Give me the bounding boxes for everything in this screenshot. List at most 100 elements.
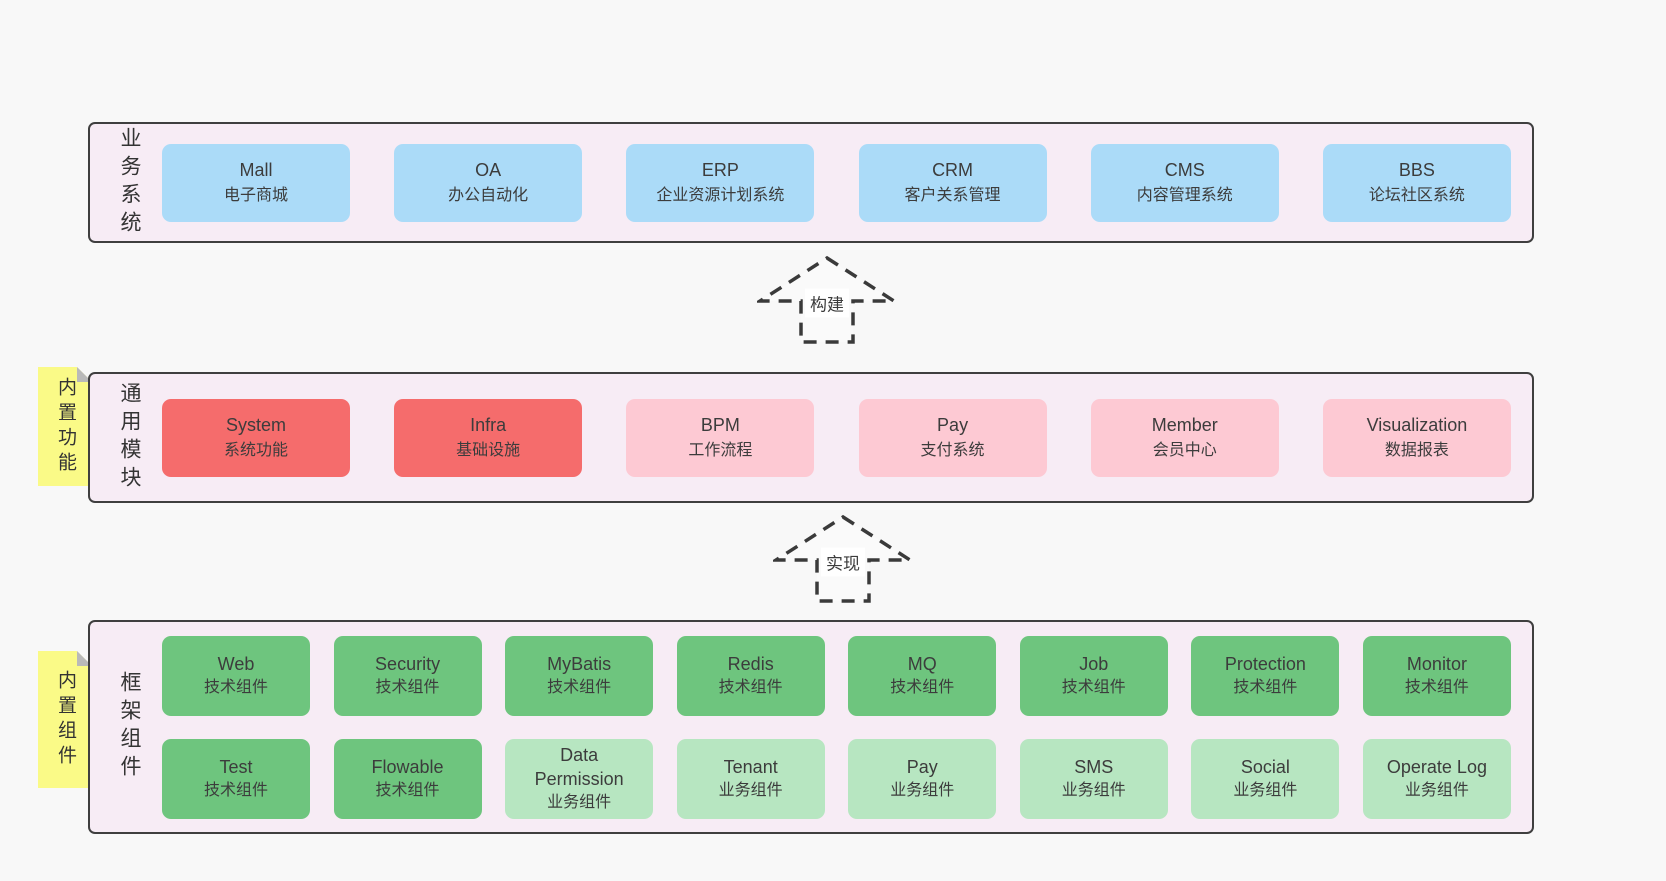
box-redis-desc: 技术组件	[718, 678, 783, 696]
box-system-desc: 系统功能	[223, 442, 288, 459]
box-mq-name: MQ	[907, 653, 937, 674]
box-crm: CRM 客户关系管理	[858, 143, 1047, 222]
box-bpm: BPM 工作流程	[626, 398, 815, 477]
box-protection: Protection 技术组件	[1191, 635, 1340, 716]
box-bbs: BBS 论坛社区系统	[1322, 143, 1511, 222]
box-operate-log-name: Operate Log	[1386, 756, 1487, 777]
box-protection-name: Protection	[1224, 653, 1306, 674]
box-web-name: Web	[217, 653, 255, 674]
arrow-implement: 实现	[773, 514, 913, 604]
box-operate-log: Operate Log 业务组件	[1362, 738, 1511, 819]
sticky-note-builtin-components: 内置组件	[38, 651, 92, 788]
box-security: Security 技术组件	[333, 635, 482, 716]
box-pay-component: Pay 业务组件	[848, 738, 997, 819]
box-visualization: Visualization 数据报表	[1322, 398, 1511, 477]
box-social-name: Social	[1240, 756, 1290, 777]
box-mybatis-desc: 技术组件	[547, 678, 612, 696]
box-flowable: Flowable 技术组件	[333, 738, 482, 819]
band-framework-components: 框架组件 Web 技术组件 Security 技术组件 MyBatis 技术组件…	[88, 620, 1534, 834]
box-redis-name: Redis	[727, 653, 774, 674]
box-web-desc: 技术组件	[203, 678, 268, 696]
box-security-desc: 技术组件	[375, 678, 440, 696]
framework-components-row-2: Test 技术组件 Flowable 技术组件 Data Permission …	[162, 738, 1511, 819]
common-modules-boxes: System 系统功能 Infra 基础设施 BPM 工作流程 Pay 支付系统…	[162, 398, 1532, 477]
box-test-desc: 技术组件	[203, 781, 268, 799]
box-bbs-name: BBS	[1398, 160, 1435, 180]
box-data-permission-desc: 业务组件	[547, 793, 612, 811]
box-infra-desc: 基础设施	[456, 442, 521, 459]
box-monitor-name: Monitor	[1406, 653, 1467, 674]
box-flowable-desc: 技术组件	[375, 781, 440, 799]
box-pay-component-desc: 业务组件	[890, 781, 955, 799]
arrow-build: 构建	[757, 255, 897, 345]
box-sms-name: SMS	[1074, 756, 1114, 777]
box-infra: Infra 基础设施	[394, 398, 583, 477]
box-visualization-desc: 数据报表	[1384, 442, 1449, 459]
box-flowable-name: Flowable	[371, 756, 444, 777]
box-social: Social 业务组件	[1191, 738, 1340, 819]
box-oa-desc: 办公自动化	[448, 187, 529, 204]
box-pay-name: Pay	[937, 415, 969, 435]
box-crm-desc: 客户关系管理	[904, 187, 1001, 204]
box-pay: Pay 支付系统	[858, 398, 1047, 477]
box-crm-name: CRM	[932, 160, 974, 180]
box-tenant-name: Tenant	[723, 756, 778, 777]
box-bpm-desc: 工作流程	[688, 442, 753, 459]
box-oa-name: OA	[475, 160, 502, 180]
box-job-name: Job	[1079, 653, 1109, 674]
box-member-desc: 会员中心	[1152, 442, 1217, 459]
box-pay-desc: 支付系统	[920, 442, 985, 459]
box-data-permission-name: Data Permission	[534, 744, 624, 789]
box-protection-desc: 技术组件	[1233, 678, 1298, 696]
box-mall: Mall 电子商城	[162, 143, 350, 222]
box-job: Job 技术组件	[1019, 635, 1168, 716]
framework-components-rows: Web 技术组件 Security 技术组件 MyBatis 技术组件 Redi…	[162, 635, 1532, 819]
sticky-note-builtin-features-text: 内置功能	[55, 376, 76, 477]
sticky-note-builtin-features: 内置功能	[38, 367, 92, 486]
framework-components-row-1: Web 技术组件 Security 技术组件 MyBatis 技术组件 Redi…	[162, 635, 1511, 716]
box-pay-component-name: Pay	[906, 756, 938, 777]
box-mq-desc: 技术组件	[890, 678, 955, 696]
box-web: Web 技术组件	[162, 635, 310, 716]
band-common-modules: 通用模块 System 系统功能 Infra 基础设施 BPM 工作流程 Pay…	[88, 372, 1534, 503]
box-erp-name: ERP	[701, 160, 739, 180]
box-data-permission: Data Permission 业务组件	[505, 738, 654, 819]
business-systems-boxes: Mall 电子商城 OA 办公自动化 ERP 企业资源计划系统 CRM 客户关系…	[162, 143, 1532, 222]
box-bpm-name: BPM	[700, 415, 740, 435]
band-business-systems: 业务系统 Mall 电子商城 OA 办公自动化 ERP 企业资源计划系统 CRM…	[88, 122, 1534, 243]
box-job-desc: 技术组件	[1061, 678, 1126, 696]
box-cms-name: CMS	[1164, 160, 1205, 180]
band-business-systems-label: 业务系统	[118, 126, 141, 239]
box-test-name: Test	[219, 756, 253, 777]
arrow-build-label: 构建	[805, 288, 849, 318]
box-oa: OA 办公自动化	[394, 143, 583, 222]
box-mq: MQ 技术组件	[848, 635, 997, 716]
box-redis: Redis 技术组件	[676, 635, 825, 716]
box-test: Test 技术组件	[162, 738, 310, 819]
box-infra-name: Infra	[470, 415, 507, 435]
box-mybatis-name: MyBatis	[547, 653, 612, 674]
box-mybatis: MyBatis 技术组件	[505, 635, 654, 716]
box-system-name: System	[225, 415, 286, 435]
box-mall-name: Mall	[239, 160, 273, 180]
box-member-name: Member	[1151, 415, 1218, 435]
band-common-modules-label: 通用模块	[118, 381, 141, 494]
box-tenant: Tenant 业务组件	[676, 738, 825, 819]
box-sms-desc: 业务组件	[1061, 781, 1126, 799]
box-monitor-desc: 技术组件	[1404, 678, 1469, 696]
box-cms-desc: 内容管理系统	[1136, 187, 1233, 204]
band-framework-components-label: 框架组件	[118, 671, 141, 783]
box-erp-desc: 企业资源计划系统	[656, 187, 785, 204]
box-social-desc: 业务组件	[1233, 781, 1298, 799]
box-mall-desc: 电子商城	[223, 187, 288, 204]
box-security-name: Security	[375, 653, 441, 674]
box-monitor: Monitor 技术组件	[1362, 635, 1511, 716]
box-cms: CMS 内容管理系统	[1090, 143, 1279, 222]
box-visualization-name: Visualization	[1366, 415, 1468, 435]
sticky-note-builtin-components-text: 内置组件	[55, 669, 76, 770]
box-system: System 系统功能	[162, 398, 350, 477]
box-member: Member 会员中心	[1090, 398, 1279, 477]
box-erp: ERP 企业资源计划系统	[626, 143, 815, 222]
arrow-implement-label: 实现	[821, 547, 865, 577]
